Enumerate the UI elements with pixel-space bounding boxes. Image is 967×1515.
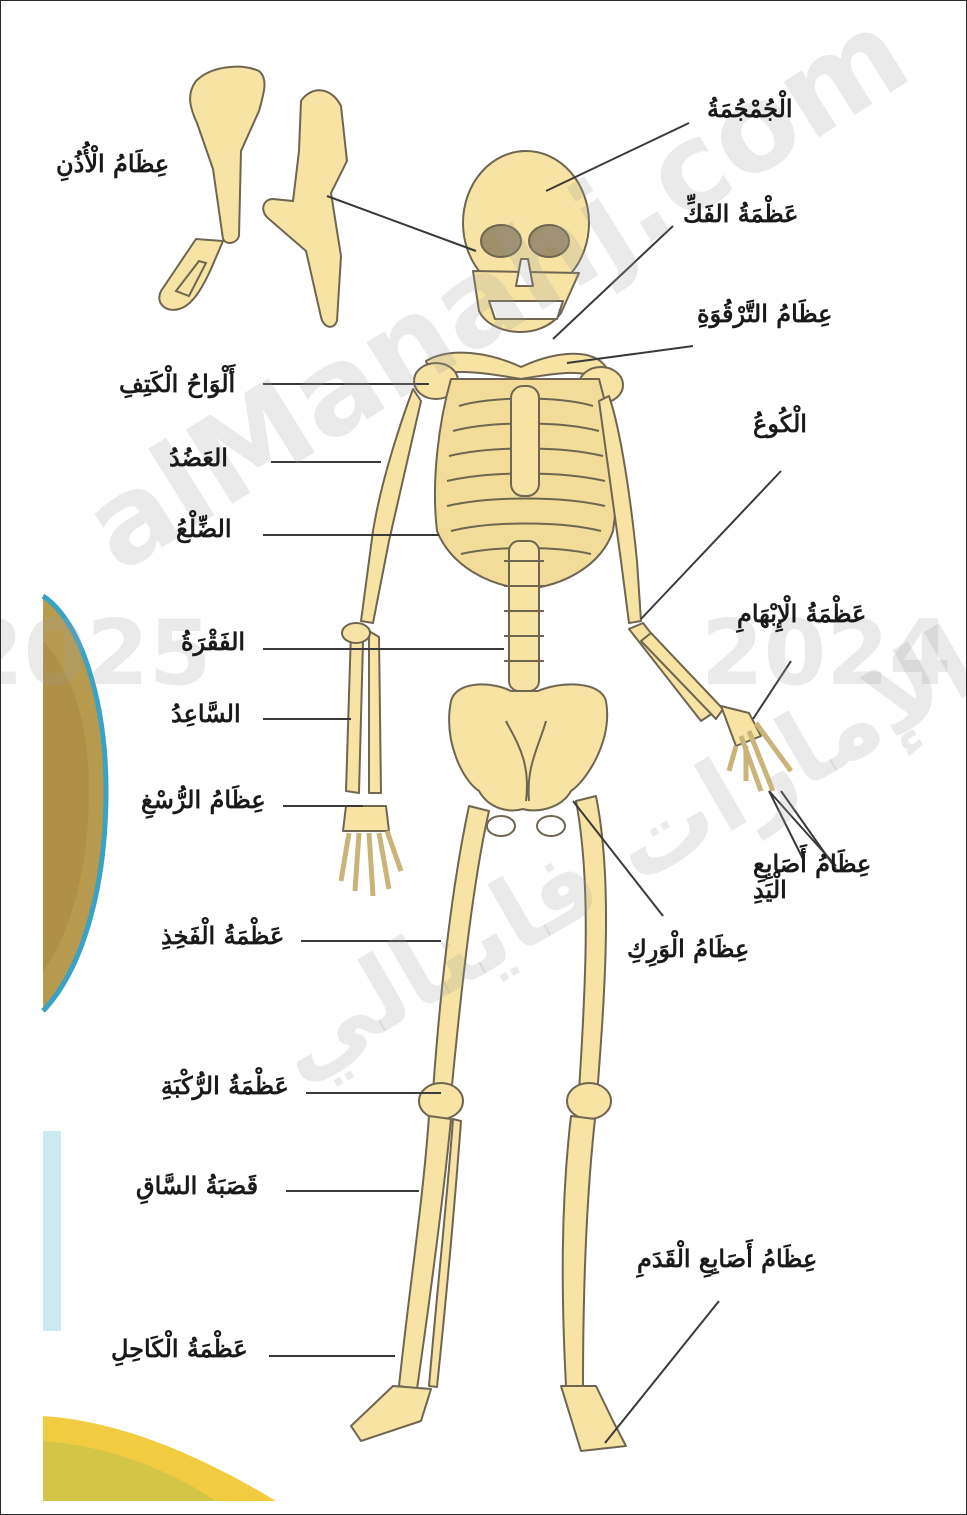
label-hip: عِظَامُ الْوَرِكِ [627, 936, 749, 962]
label-ankle: عَظْمَةُ الْكَاحِلِ [111, 1336, 248, 1362]
label-elbow: الْكُوعُ [753, 411, 807, 437]
label-finger-bones-line2: الْيَدِ [753, 877, 871, 903]
label-jaw: عَظْمَةُ الفَكِّ [683, 201, 798, 227]
label-wrist: عِظَامُ الرُّسْغِ [141, 787, 266, 813]
label-finger-bones: عِظَامُ أَصَابِعِ الْيَدِ [753, 851, 871, 904]
ear-bones-illustration [159, 67, 347, 327]
label-toe-bones: عِظَامُ أَصَابِعِ الْقَدَمِ [637, 1246, 817, 1272]
bottom-swoosh [43, 1416, 276, 1501]
label-forearm: السَّاعِدُ [171, 701, 241, 727]
label-shin: قَصَبَةُ السَّاقِ [136, 1173, 258, 1199]
background-strip [43, 1131, 61, 1331]
label-upper-arm: العَضُدُ [169, 445, 228, 471]
background-field-circle [43, 596, 106, 1011]
label-thumb: عَظْمَةُ الْإِبْهَامِ [737, 601, 866, 627]
label-vertebra: الفَقْرَةُ [181, 629, 245, 655]
label-femur: عَظْمَةُ الْفَخِذِ [161, 923, 284, 949]
label-shoulder-blades: أَلْوَاحُ الْكَتِفِ [119, 371, 235, 397]
label-ear-bones: عِظَامُ الْأُذُنِ [56, 151, 169, 177]
label-skull: الْجُمْجُمَةُ [707, 96, 793, 122]
label-finger-bones-line1: عِظَامُ أَصَابِعِ [753, 851, 871, 877]
label-kneecap: عَظْمَةُ الرُّكْبَةِ [161, 1073, 289, 1099]
label-rib: الضِّلْعُ [176, 516, 232, 542]
label-collarbone: عِظَامُ التَّرْقُوَةِ [697, 301, 832, 327]
